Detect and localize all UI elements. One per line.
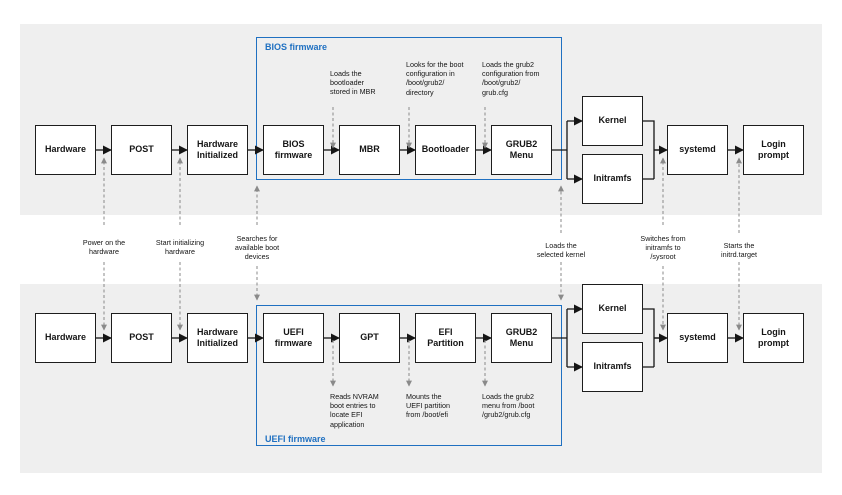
- efi-partition-note: Mounts the UEFI partition from /boot/efi: [406, 392, 450, 420]
- uefi-firmware-box: UEFI firmware: [263, 313, 324, 363]
- loads-kernel-note: Loads the selected kernel: [536, 241, 586, 260]
- uefi-firmware-label: UEFI firmware: [265, 434, 326, 444]
- uefi-initramfs-box: Initramfs: [582, 342, 643, 392]
- mbr-box: MBR: [339, 125, 400, 175]
- arrow-bios-grub-split: [552, 120, 580, 180]
- switches-note: Switches from initramfs to /sysroot: [640, 234, 686, 262]
- bios-login-prompt-box: Login prompt: [743, 125, 804, 175]
- bios-band: [20, 24, 822, 215]
- uefi-login-prompt-box: Login prompt: [743, 313, 804, 363]
- bootloader-note: Looks for the boot configuration in /boo…: [406, 60, 464, 97]
- bios-firmware-label: BIOS firmware: [265, 42, 328, 52]
- uefi-hardware-box: Hardware: [35, 313, 96, 363]
- grub2-config-note: Loads the grub2 configuration from /boot…: [482, 60, 540, 97]
- bios-hw-init-box: Hardware Initialized: [187, 125, 248, 175]
- uefi-systemd-box: systemd: [667, 313, 728, 363]
- uefi-kernel-box: Kernel: [582, 284, 643, 334]
- mbr-note: Loads the bootloader stored in MBR: [330, 69, 376, 97]
- bios-post-box: POST: [111, 125, 172, 175]
- searches-note: Searches for available boot devices: [234, 234, 280, 262]
- bios-grub2-menu-box: GRUB2 Menu: [491, 125, 552, 175]
- starts-note: Starts the initrd.target: [721, 241, 757, 260]
- bios-firmware-frame: [256, 37, 562, 180]
- bios-systemd-box: systemd: [667, 125, 728, 175]
- gpt-note: Reads NVRAM boot entries to locate EFI a…: [330, 392, 379, 429]
- uefi-hw-init-box: Hardware Initialized: [187, 313, 248, 363]
- start-init-note: Start initializing hardware: [155, 238, 205, 257]
- bios-hardware-box: Hardware: [35, 125, 96, 175]
- gpt-box: GPT: [339, 313, 400, 363]
- uefi-grub2-note: Loads the grub2 menu from /boot /grub2/g…: [482, 392, 535, 420]
- bios-firmware-box: BIOS firmware: [263, 125, 324, 175]
- bootloader-box: Bootloader: [415, 125, 476, 175]
- uefi-post-box: POST: [111, 313, 172, 363]
- efi-partition-box: EFI Partition: [415, 313, 476, 363]
- arrow-uefi-grub-split: [552, 308, 580, 368]
- uefi-firmware-frame: [256, 305, 562, 446]
- uefi-grub2-menu-box: GRUB2 Menu: [491, 313, 552, 363]
- power-on-note: Power on the hardware: [82, 238, 126, 257]
- bios-kernel-box: Kernel: [582, 96, 643, 146]
- bios-initramfs-box: Initramfs: [582, 154, 643, 204]
